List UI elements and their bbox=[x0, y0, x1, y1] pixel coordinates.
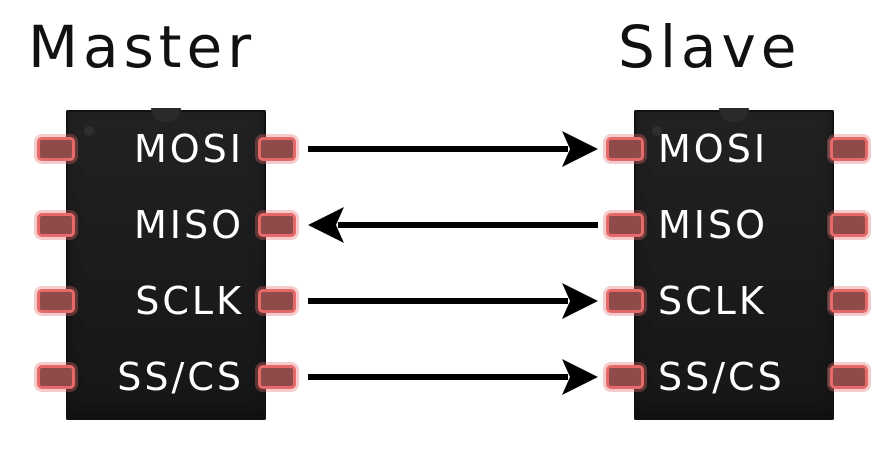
master-left-pin-1 bbox=[37, 137, 75, 161]
slave-right-pin-4 bbox=[830, 365, 868, 389]
arrow-sclk bbox=[308, 283, 598, 319]
slave-title: Slave bbox=[618, 13, 802, 81]
slave-right-pin-3 bbox=[830, 289, 868, 313]
slave-chip bbox=[634, 108, 834, 420]
master-left-pin-4 bbox=[37, 365, 75, 389]
arrow-sscs bbox=[308, 359, 598, 395]
chip-orientation-dot bbox=[84, 126, 94, 136]
master-title: Master bbox=[28, 13, 257, 81]
arrow-mosi bbox=[308, 131, 598, 167]
slave-left-pin-sscs bbox=[606, 365, 644, 389]
slave-label-sclk: SCLK bbox=[658, 279, 767, 323]
master-label-mosi: MOSI bbox=[133, 127, 244, 171]
master-label-sclk: SCLK bbox=[135, 279, 244, 323]
slave-left-pin-sclk bbox=[606, 289, 644, 313]
slave-right-pin-2 bbox=[830, 213, 868, 237]
master-right-pin-sclk bbox=[258, 289, 296, 313]
slave-label-miso: MISO bbox=[658, 203, 769, 247]
chip-notch bbox=[719, 108, 749, 122]
master-right-pin-mosi bbox=[258, 137, 296, 161]
master-left-pin-3 bbox=[37, 289, 75, 313]
master-right-pin-sscs bbox=[258, 365, 296, 389]
master-label-sscs: SS/CS bbox=[117, 355, 244, 399]
master-left-pin-2 bbox=[37, 213, 75, 237]
master-label-miso: MISO bbox=[133, 203, 244, 247]
master-chip bbox=[66, 108, 266, 420]
arrow-miso bbox=[308, 207, 598, 243]
slave-right-pin-1 bbox=[830, 137, 868, 161]
slave-label-mosi: MOSI bbox=[658, 127, 769, 171]
chip-notch bbox=[151, 108, 181, 122]
master-right-pin-miso bbox=[258, 213, 296, 237]
slave-left-pin-miso bbox=[606, 213, 644, 237]
chip-orientation-dot bbox=[652, 126, 662, 136]
slave-left-pin-mosi bbox=[606, 137, 644, 161]
slave-label-sscs: SS/CS bbox=[658, 355, 785, 399]
